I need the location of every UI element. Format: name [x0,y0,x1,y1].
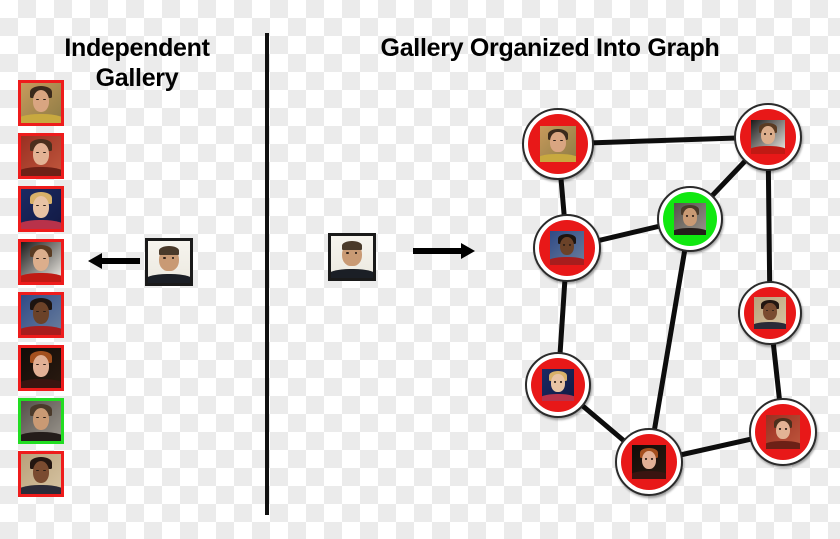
right-panel-title: Gallery Organized Into Graph [380,34,720,62]
athlete-man-red-jersey [21,295,61,335]
node-probe-match-man-face [673,202,707,236]
node-red-haired-woman-dark-bg[interactable] [615,428,683,496]
node-disc [663,192,717,246]
node-disc [528,114,588,174]
node-blonde-woman-yellow-top[interactable] [522,108,594,180]
node-thumbnail [754,297,786,329]
red-haired-woman-dark-bg [21,348,61,388]
gallery-thumb-5[interactable] [18,292,64,338]
panel-divider [265,33,269,515]
node-disc [539,220,595,276]
node-blonde-woman-dark-blue-bg-face [541,368,575,402]
node-thumbnail [673,202,707,236]
gallery-thumb-8[interactable] [18,451,64,497]
node-red-haired-woman-dark-bg-face [632,445,666,479]
probe-face-left [148,241,190,283]
node-disc [755,404,811,460]
node-thumbnail [751,120,785,154]
racing-driver-red-cap [21,242,61,282]
node-curly-haired-woman[interactable] [738,281,802,345]
node-disc [621,434,677,490]
node-blonde-woman-yellow-top-face [540,126,576,162]
node-thumbnail [632,445,666,479]
node-athlete-man-red-jersey[interactable] [533,214,601,282]
probe-image-right [328,233,376,281]
gallery-thumb-3[interactable] [18,186,64,232]
node-disc [744,287,796,339]
node-curly-haired-woman-face [754,297,786,329]
blonde-woman-yellow-top [21,83,61,123]
gallery-thumb-7[interactable] [18,398,64,444]
probe-image-left [145,238,193,286]
node-thumbnail [550,231,584,265]
left-panel-title: Independent Gallery [64,34,210,92]
node-disc [531,358,585,412]
arrow-right-icon [413,240,475,267]
arrow-left-icon [88,250,140,277]
probe-match-man-green-border [21,401,61,441]
probe-face-right [331,236,373,278]
node-probe-match-man[interactable] [657,186,723,252]
node-smiling-brunette-woman[interactable] [749,398,817,466]
node-racing-driver-red-cap-face [751,120,785,154]
node-thumbnail [541,368,575,402]
node-smiling-brunette-woman-face [766,415,800,449]
curly-haired-woman [21,454,61,494]
gallery-thumb-4[interactable] [18,239,64,285]
node-disc [740,109,796,165]
gallery-thumb-6[interactable] [18,345,64,391]
blonde-woman-dark-blue-bg [21,189,61,229]
smiling-brunette-woman [21,136,61,176]
node-racing-driver-red-cap[interactable] [734,103,802,171]
edge-n4-n7 [646,216,693,465]
node-athlete-man-red-jersey-face [550,231,584,265]
gallery-thumb-1[interactable] [18,80,64,126]
node-thumbnail [540,126,576,162]
node-blonde-woman-dark-blue-bg[interactable] [525,352,591,418]
node-thumbnail [766,415,800,449]
gallery-thumb-2[interactable] [18,133,64,179]
independent-gallery-list [18,80,70,504]
